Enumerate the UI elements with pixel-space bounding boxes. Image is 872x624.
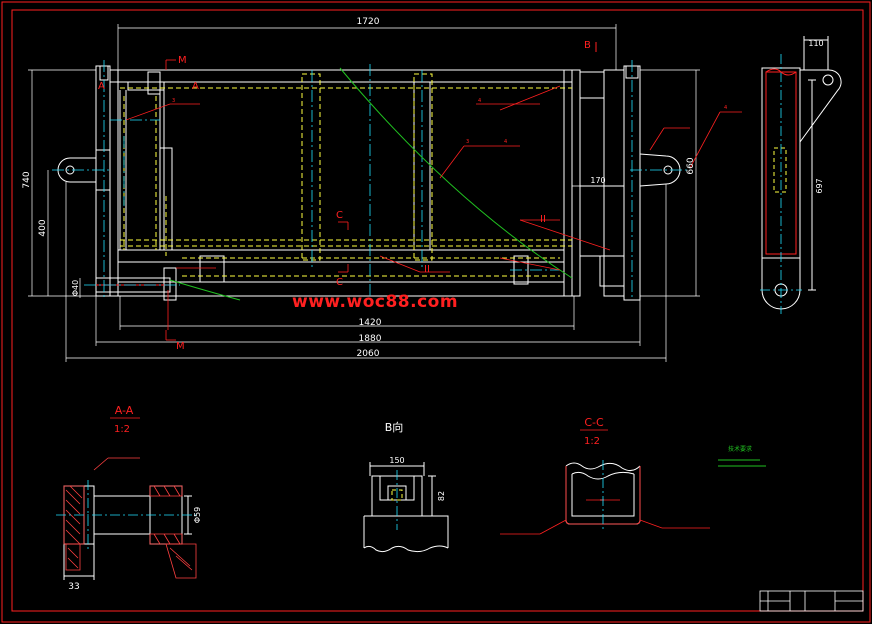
watermark: www.woc88.com bbox=[292, 292, 459, 312]
mark-c-top: C bbox=[336, 210, 343, 221]
svg-text:3: 3 bbox=[466, 139, 469, 145]
svg-text:4: 4 bbox=[478, 98, 481, 104]
title-block bbox=[759, 590, 864, 612]
view-b: B向 150 82 bbox=[363, 420, 449, 553]
svg-text:4: 4 bbox=[724, 105, 727, 111]
section-aa: A-A 1:2 33 Φ59 bbox=[56, 404, 202, 592]
cc-title: C-C bbox=[584, 416, 604, 429]
technical-notes: 技术要求 bbox=[718, 445, 766, 467]
notes-title: 技术要求 bbox=[728, 445, 752, 453]
dim-1420: 1420 bbox=[359, 318, 382, 328]
main-view: 3 4 3 4 4 1720 1420 1880 2060 170 740 40… bbox=[22, 17, 742, 362]
dim-400: 400 bbox=[38, 219, 48, 236]
svg-text:3: 3 bbox=[172, 98, 175, 104]
inner-frame bbox=[11, 9, 864, 612]
b-title: B向 bbox=[385, 420, 404, 434]
mark-a-right: A bbox=[192, 81, 199, 92]
dim-side-697: 697 bbox=[815, 178, 824, 193]
mark-m-bottom: M bbox=[176, 341, 185, 352]
side-view: 110 697 bbox=[760, 36, 842, 314]
dim-phi59: Φ59 bbox=[193, 507, 202, 523]
svg-text:4: 4 bbox=[504, 139, 507, 145]
dim-740: 740 bbox=[22, 171, 32, 188]
dim-33: 33 bbox=[68, 582, 79, 592]
mark-ii-right: II bbox=[540, 214, 546, 225]
dim-660: 660 bbox=[686, 157, 696, 174]
mark-c-bottom: C bbox=[336, 277, 343, 288]
mark-ii-bottom: II bbox=[424, 264, 430, 275]
dim-phi40: Φ40 bbox=[71, 280, 80, 296]
section-cc: C-C 1:2 bbox=[500, 416, 710, 535]
dim-1880: 1880 bbox=[359, 334, 382, 344]
aa-title: A-A bbox=[115, 404, 134, 417]
mark-a-left: A bbox=[98, 81, 105, 92]
dim-150: 150 bbox=[389, 456, 404, 465]
mark-m-top: M bbox=[178, 55, 187, 66]
dim-2060: 2060 bbox=[357, 349, 380, 359]
dim-side-110: 110 bbox=[808, 39, 823, 48]
aa-scale: 1:2 bbox=[114, 424, 130, 435]
mark-b-arrow: B bbox=[584, 40, 591, 51]
dim-top-width: 1720 bbox=[357, 17, 380, 27]
cc-scale: 1:2 bbox=[584, 436, 600, 447]
swing-arc bbox=[339, 67, 573, 279]
dim-170: 170 bbox=[590, 176, 605, 185]
dim-82: 82 bbox=[437, 491, 446, 501]
